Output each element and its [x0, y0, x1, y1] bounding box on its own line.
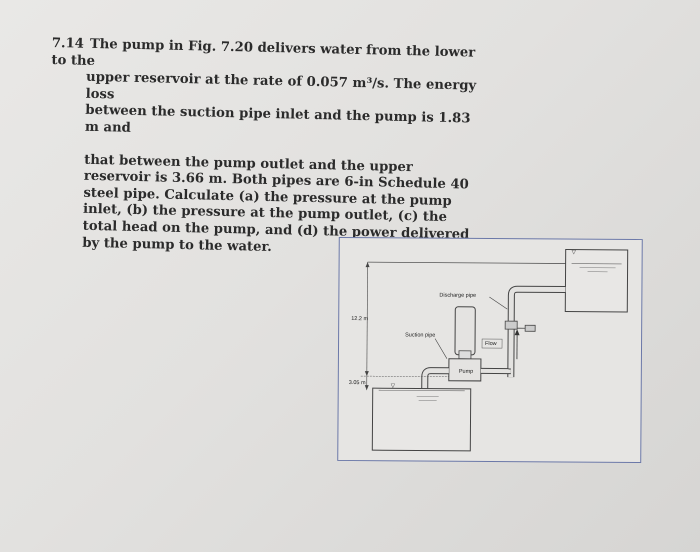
height-label-lower: 3.05 m [349, 380, 366, 386]
height-label-upper: 12.2 m [351, 316, 368, 322]
pump-motor [454, 306, 476, 356]
pump-label: Pump [459, 369, 473, 375]
suction-pipe-label: Suction pipe [405, 332, 435, 338]
water-symbol-lower: ▽ [391, 383, 396, 389]
figure-drawing: ▽ Discharge pipe Flow Pump Suction pipe … [349, 249, 629, 452]
problem-line-1: The pump in Fig. 7.20 delivers water fro… [51, 36, 476, 69]
lower-reservoir [371, 387, 472, 452]
pump-system-figure: ▽ Discharge pipe Flow Pump Suction pipe … [337, 236, 643, 464]
upper-reservoir [564, 249, 629, 313]
height-dimension-upper [366, 262, 368, 377]
discharge-pipe-label: Discharge pipe [439, 293, 476, 299]
upper-water-level-line [367, 261, 568, 264]
water-symbol-upper: ▽ [572, 250, 577, 256]
discharge-valve [504, 320, 518, 330]
discharge-pipe [507, 285, 566, 378]
flow-label: Flow [485, 341, 497, 347]
problem-number: 7.14 [51, 36, 85, 52]
